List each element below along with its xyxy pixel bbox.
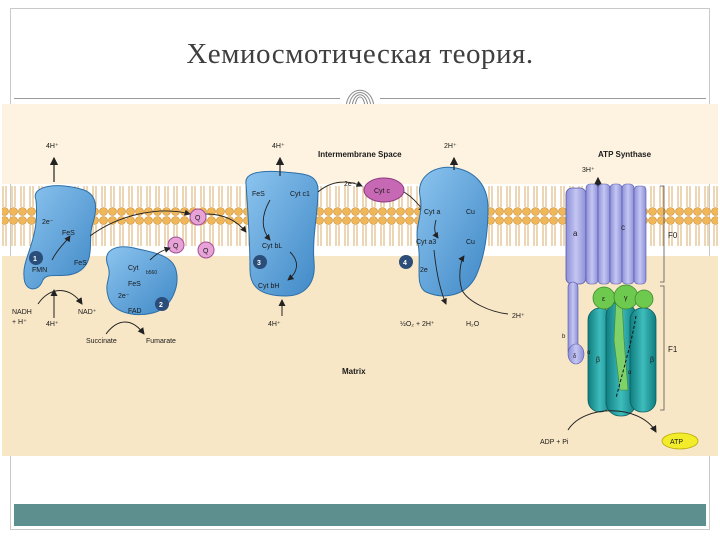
beta-left-label: β <box>596 357 600 364</box>
fo-bracket <box>660 185 665 283</box>
beta-right-label: β <box>650 357 654 364</box>
complex-ii-cyt: Cyt <box>128 265 139 272</box>
alpha-center-label: α <box>628 370 632 376</box>
cyt-c-2e: 2e⁻ <box>344 181 356 188</box>
complex-iii-proton-top: 4H⁺ <box>272 143 285 150</box>
quinone-1 <box>189 208 207 226</box>
subunit-gamma-lobe <box>634 289 654 309</box>
c-ring-2 <box>597 183 611 285</box>
complex-ii-number-badge <box>155 297 169 311</box>
c-ring-1 <box>585 183 599 285</box>
cu-a-label: Cu <box>466 209 475 216</box>
complex-ii-fad: FAD <box>128 308 142 315</box>
cyt-c-label: Cyt c <box>374 188 390 195</box>
complex-iv-2e: 2e <box>420 267 428 274</box>
cyt-a-label: Cyt a <box>424 209 440 216</box>
complex-ii-2e: 2e⁻ <box>118 293 130 300</box>
quinone-2 <box>167 236 185 254</box>
atp-badge <box>661 432 699 450</box>
complex-i-proton-bottom: 4H⁺ <box>46 321 59 328</box>
complex-i-2e: 2e⁻ <box>42 219 54 226</box>
succinate-label: Succinate <box>86 338 117 345</box>
c-ring-5 <box>633 185 647 285</box>
subunit-b-label: b <box>562 334 566 340</box>
alpha-left-label: α <box>587 350 591 356</box>
complex-i-proton-top: 4H⁺ <box>46 143 59 150</box>
complex-iii-number: 3 <box>257 260 261 267</box>
complex-iv-proton-out: 2H⁺ <box>512 313 525 320</box>
complex-ii-number: 2 <box>159 302 163 309</box>
nadh-plus-h: + H⁺ <box>12 319 27 326</box>
cyt-c1-label: Cyt c1 <box>290 191 310 198</box>
complex-iv-number: 4 <box>403 260 407 267</box>
intermembrane-space-label: Intermembrane Space <box>318 150 402 159</box>
oxygen-label: ½O₂ + 2H⁺ <box>400 320 435 328</box>
cytochrome-c <box>363 177 405 203</box>
complex-iv-proton-top: 2H⁺ <box>444 143 457 150</box>
nadh-label: NADH <box>12 309 32 316</box>
cyt-bh-label: Cyt bH <box>258 283 279 290</box>
adp-label: ADP + Pi <box>540 439 569 446</box>
atp-synthase-proton-top: 3H⁺ <box>582 167 595 174</box>
gamma-label: γ <box>624 295 628 302</box>
atp-label: ATP <box>670 439 683 446</box>
intermembrane-space <box>2 104 718 184</box>
matrix-label: Matrix <box>342 367 366 376</box>
quinone-label-1: Q <box>195 215 201 222</box>
complex-ii-b560: b560 <box>146 270 157 276</box>
subunit-c-label: c <box>621 223 625 232</box>
complex-iii-fes: FeS <box>252 191 265 198</box>
c-ring-3 <box>609 183 623 285</box>
complex-iii-number-badge <box>253 255 267 269</box>
atp-synthase-label: ATP Synthase <box>598 150 652 159</box>
quinone-label-3: Q <box>203 248 209 255</box>
complex-i-number-badge <box>29 251 43 265</box>
complex-i-fmn: FMN <box>32 267 47 274</box>
complex-iv <box>416 166 489 297</box>
f1-bracket <box>660 285 665 411</box>
complex-ii-fes: FeS <box>128 281 141 288</box>
complex-iv-number-badge <box>399 255 413 269</box>
fo-label: F0 <box>668 231 678 240</box>
quinone-label-2: Q <box>173 243 179 250</box>
cyt-bl-label: Cyt bL <box>262 243 282 250</box>
fumarate-label: Fumarate <box>146 338 176 345</box>
complex-i <box>23 185 96 290</box>
f1-label: F1 <box>668 345 678 354</box>
c-ring-4 <box>621 183 635 285</box>
complex-i-fes-a: FeS <box>62 230 75 237</box>
cyt-a3-label: Cyt a3 <box>416 239 436 246</box>
slide-title: Хемиосмотическая теория. <box>186 38 534 70</box>
nad-plus-label: NAD⁺ <box>78 309 97 316</box>
complex-i-fes-b: FeS <box>74 260 87 267</box>
epsilon-label: ε <box>602 296 605 303</box>
complex-i-number: 1 <box>33 256 37 263</box>
footer-bar <box>14 504 706 526</box>
cu-b-label: Cu <box>466 239 475 246</box>
quinone-3 <box>197 241 215 259</box>
water-label: H₂O <box>466 321 480 328</box>
subunit-delta <box>567 343 585 365</box>
subunit-delta-label: δ <box>573 354 577 360</box>
subunit-a-label: a <box>573 229 578 238</box>
complex-iii-proton-bottom: 4H⁺ <box>268 321 281 328</box>
